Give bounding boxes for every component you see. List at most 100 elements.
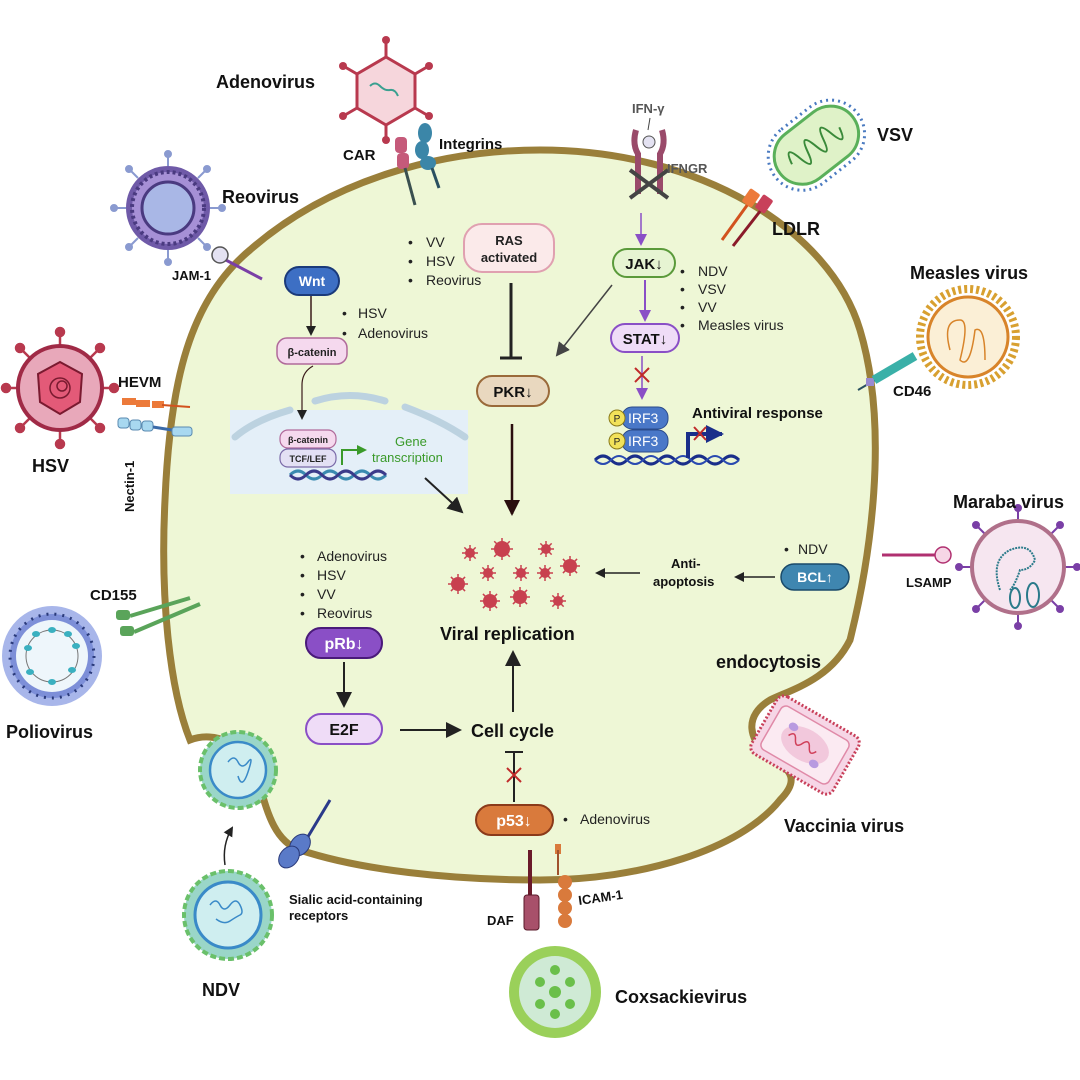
virion-icon (510, 587, 530, 607)
virion-icon (538, 541, 554, 557)
maraba-virus-icon (955, 504, 1080, 630)
cell-cycle-label: Cell cycle (471, 721, 554, 741)
wnt-label: Wnt (299, 273, 326, 289)
poliovirus-icon (2, 606, 102, 706)
sialic-receptor-label-line1: Sialic acid-containing (289, 892, 423, 907)
adenovirus-label: Adenovirus (216, 72, 315, 92)
ras-virus-list: • VV • HSV • Reovirus (408, 234, 481, 288)
integrins-label: Integrins (439, 136, 502, 153)
jak-virus-item: VV (698, 299, 717, 315)
hevm-label: HEVM (118, 374, 161, 391)
ldlr-label: LDLR (772, 219, 820, 239)
ras-virus-item: HSV (426, 253, 455, 269)
ras-virus-item: VV (426, 234, 445, 250)
cd46-receptor-icon (857, 352, 918, 391)
gene-transcription-label-line1: Gene (395, 434, 427, 449)
virion-icon (480, 591, 500, 611)
p53-virus-bullet: • (563, 811, 568, 827)
ndv-icon-entering (198, 730, 278, 810)
virion-icon (462, 545, 478, 561)
daf-receptor-icon (523, 850, 540, 931)
reovirus-icon (110, 150, 226, 266)
jak-virus-item: VSV (698, 281, 727, 297)
bcl-label: BCL↑ (797, 569, 833, 585)
nectin1-label: Nectin-1 (122, 461, 137, 512)
stat-node (610, 323, 680, 353)
virion-icon (513, 565, 529, 581)
prb-virus-list: • Adenovirus • HSV • VV • Reovirus (300, 548, 387, 621)
jak-virus-item: NDV (698, 263, 728, 279)
virion-icon (560, 556, 580, 576)
ifngr-label: IFNGR (667, 161, 708, 176)
virion-icon (550, 593, 566, 609)
blocked-x-icon (634, 367, 650, 383)
virion-icon (537, 565, 553, 581)
nuclear-beta-catenin-node (279, 429, 337, 449)
virion-icon (480, 565, 496, 581)
vaccinia-virus-icon (749, 694, 861, 796)
measles-label: Measles virus (910, 263, 1028, 283)
ras-label-line2: activated (481, 250, 537, 265)
reovirus-label: Reovirus (222, 187, 299, 207)
vsv-icon (766, 98, 867, 192)
jak-to-pkr-arrow (555, 284, 613, 357)
icam1-receptor-icon (555, 844, 572, 928)
jak-virus-bullet: • (680, 281, 685, 297)
ras-virus-bullet: • (408, 253, 413, 269)
ifngr-receptor-icon (628, 117, 670, 200)
wnt-virus-bullet: • (342, 325, 347, 341)
lsamp-receptor-icon (882, 546, 952, 564)
prb-virus-item: VV (317, 586, 336, 602)
virion-icon (491, 538, 513, 560)
ras-activated-node (463, 223, 555, 273)
wnt-node (284, 266, 340, 296)
anti-apoptosis-label-line1: Anti- (671, 556, 701, 571)
adenovirus-icon (339, 36, 433, 144)
ndv-label: NDV (202, 980, 240, 1000)
car-label: CAR (343, 147, 376, 164)
irf3-label: IRF3 (628, 410, 659, 426)
nuclear-envelope (231, 406, 294, 441)
nuclear-beta-catenin-label: β-catenin (288, 435, 328, 445)
beta-catenin-label: β-catenin (288, 347, 337, 359)
virion-icon (448, 574, 468, 594)
ras-virus-bullet: • (408, 272, 413, 288)
antiviral-response-label: Antiviral response (692, 405, 823, 422)
sialic-receptor-label-line2: receptors (289, 908, 348, 923)
sialic-acid-receptor-icon (278, 799, 332, 869)
wnt-virus-bullet: • (342, 305, 347, 321)
e2f-node (305, 713, 383, 745)
lsamp-label: LSAMP (906, 575, 952, 590)
vsv-label: VSV (877, 125, 913, 145)
jak-label: JAK↓ (625, 256, 663, 273)
blocked-x-icon (693, 426, 707, 441)
ifn-gamma-label: IFN-γ (632, 101, 665, 116)
vaccinia-label: Vaccinia virus (784, 816, 904, 836)
gene-transcription-label-line2: transcription (372, 450, 443, 465)
bcl-virus-item: NDV (798, 541, 828, 557)
irf3-label: IRF3 (628, 433, 659, 449)
beta-catenin-to-nucleus-arrow (297, 365, 314, 420)
hsv-label: HSV (32, 456, 69, 476)
ndv-entry-arrow (223, 826, 234, 866)
stat-label: STAT↓ (623, 331, 667, 348)
prb-virus-bullet: • (300, 586, 305, 602)
ndv-icon (182, 869, 274, 961)
wnt-virus-item: Adenovirus (358, 325, 428, 341)
prb-virus-bullet: • (300, 567, 305, 583)
jak-node (612, 248, 676, 278)
nuclear-envelope (311, 392, 389, 405)
daf-label: DAF (487, 913, 514, 928)
pkr-label: PKR↓ (493, 384, 532, 401)
ras-virus-bullet: • (408, 234, 413, 250)
cd155-label: CD155 (90, 587, 137, 604)
jak-virus-bullet: • (680, 299, 685, 315)
hevm-receptor-icon (122, 398, 191, 408)
p53-label: p53↓ (496, 813, 532, 830)
wnt-virus-list: • HSV • Adenovirus (342, 305, 428, 341)
pkr-node (476, 375, 550, 407)
prb-virus-bullet: • (300, 548, 305, 564)
anti-apoptosis-label-line2: apoptosis (653, 574, 714, 589)
dna-icon (288, 469, 388, 481)
